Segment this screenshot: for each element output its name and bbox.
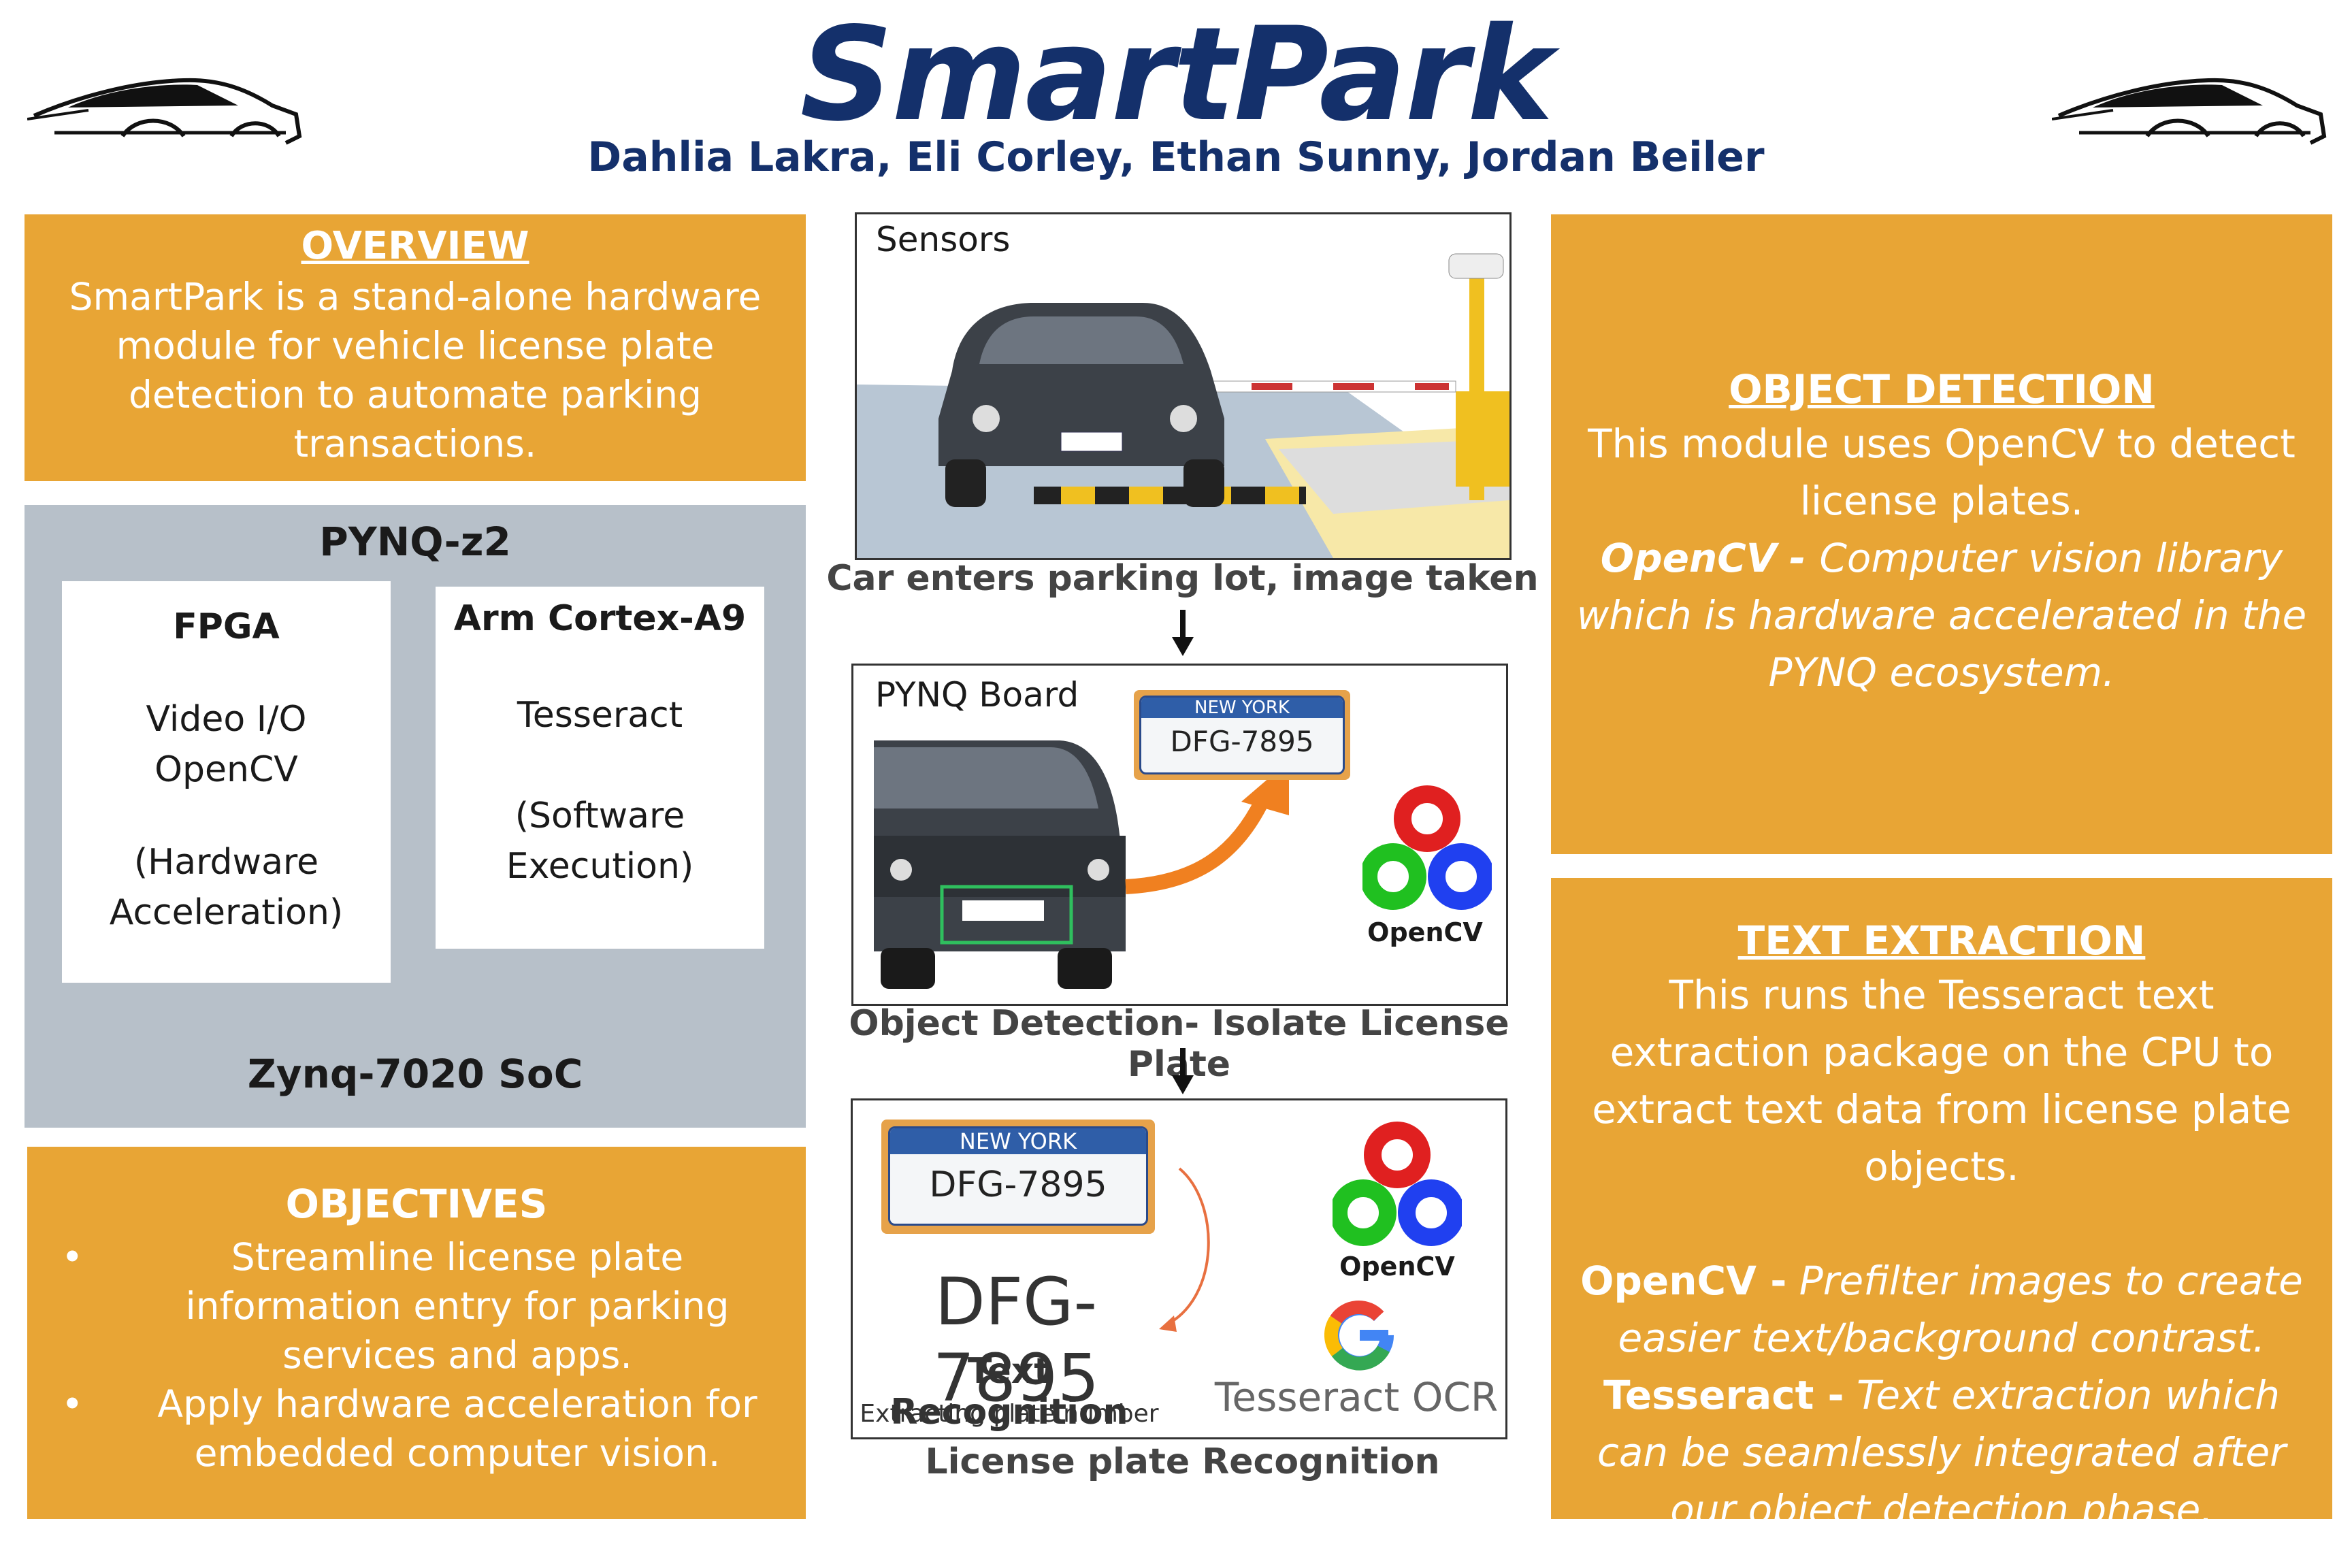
sensors-label: Sensors [876, 220, 1011, 259]
fpga-box: FPGA Video I/O OpenCV (Hardware Accelera… [62, 581, 391, 983]
car-outline-icon [27, 78, 302, 145]
soc-label: Zynq-7020 SoC [247, 1051, 583, 1097]
opencv-logo-text: OpenCV [1339, 1252, 1455, 1281]
car-outline-icon [2052, 78, 2327, 145]
overview-panel: OVERVIEW SmartPark is a stand-alone hard… [24, 214, 806, 481]
object-detection-heading: OBJECT DETECTION [1729, 366, 2155, 412]
down-arrow-icon [1172, 1048, 1194, 1094]
text-recognition-label: Text Recognition [890, 1351, 1128, 1433]
extracted-plate-number: DFG-7895 [932, 1264, 1100, 1416]
tesseract-term: Tesseract - [1603, 1372, 1844, 1418]
overview-heading: OVERVIEW [301, 224, 529, 268]
arm-line1: Tesseract [517, 695, 683, 736]
google-g-icon [1324, 1301, 1394, 1371]
plate-state: NEW YORK [1141, 698, 1343, 718]
objective-text: Streamline license plate information ent… [185, 1235, 730, 1377]
caption-sensors: Car enters parking lot, image taken [826, 558, 1539, 599]
text-extraction-def2: Tesseract - Text extraction which can be… [1571, 1367, 2312, 1538]
parking-gate-illustration [857, 253, 1509, 558]
tesseract-logo-text: Tesseract OCR [1214, 1374, 1499, 1420]
objectives-heading: OBJECTIVES [285, 1181, 548, 1227]
fpga-line3: (Hardware [133, 842, 319, 883]
opencv-logo-icon [1362, 785, 1492, 910]
text-extraction-panel: TEXT EXTRACTION This runs the Tesseract … [1551, 878, 2332, 1533]
pynq-board-label: PYNQ Board [875, 675, 1079, 715]
opencv-logo-icon [1333, 1122, 1462, 1246]
objective-item: •Apply hardware acceleration for embedde… [61, 1382, 757, 1475]
opencv-term: OpenCV - [1580, 1258, 1787, 1304]
pynq-board-frame: PYNQ Board NEW YORK DFG-7895 OpenCV [851, 664, 1508, 1006]
plate-image-large: NEW YORK DFG-7895 [881, 1120, 1155, 1234]
text-extraction-def1: OpenCV - Prefilter images to create easi… [1571, 1252, 2312, 1367]
overview-text: SmartPark is a stand-alone hardware modu… [69, 275, 762, 466]
poster-title: SmartPark [800, 0, 1554, 150]
opencv-logo-text: OpenCV [1367, 917, 1483, 947]
object-detection-def: OpenCV - Computer vision library which i… [1576, 535, 2307, 696]
arm-line2: (Software [514, 796, 685, 836]
opencv-desc: Prefilter images to create easier text/b… [1618, 1258, 2303, 1361]
fpga-line2: OpenCV [154, 749, 298, 790]
caption-recognition: License plate Recognition [925, 1441, 1440, 1482]
objectives-list: •Streamline license plate information en… [27, 1232, 806, 1477]
objective-item: •Streamline license plate information en… [61, 1235, 730, 1377]
tesseract-desc: Text extraction which can be seamlessly … [1597, 1372, 2287, 1533]
sensors-frame: Sensors [855, 212, 1512, 560]
extracting-label: Extracting plate number [860, 1400, 1159, 1428]
arm-box: Arm Cortex-A9 Tesseract (Software Execut… [436, 587, 764, 949]
arm-title: Arm Cortex-A9 [453, 598, 747, 639]
object-detection-panel: OBJECT DETECTION This module uses OpenCV… [1551, 214, 2332, 854]
plate-number: DFG-7895 [929, 1164, 1107, 1205]
opencv-term: OpenCV [1600, 535, 1777, 581]
authors: Dahlia Lakra, Eli Corley, Ethan Sunny, J… [587, 133, 1765, 181]
text-extraction-heading: TEXT EXTRACTION [1737, 917, 2146, 964]
pynq-panel: PYNQ-z2 FPGA Video I/O OpenCV (Hardware … [24, 505, 806, 1128]
recognition-frame: NEW YORK DFG-7895 DFG-7895 Text Recognit… [851, 1098, 1507, 1439]
fpga-line1: Video I/O [146, 699, 307, 740]
objectives-panel: OBJECTIVES •Streamline license plate inf… [27, 1147, 806, 1519]
fpga-line4: Acceleration) [109, 892, 344, 933]
plate-state: NEW YORK [890, 1128, 1146, 1154]
pynq-title: PYNQ-z2 [319, 519, 511, 565]
plate-number: DFG-7895 [1170, 725, 1314, 758]
plate-image-small: NEW YORK DFG-7895 [1134, 690, 1350, 780]
car-detection-illustration [874, 740, 1289, 989]
down-arrow-icon [1172, 610, 1194, 656]
curved-arrow-icon [1159, 1167, 1210, 1332]
fpga-title: FPGA [173, 606, 280, 647]
object-detection-text: This module uses OpenCV to detect licens… [1588, 421, 2296, 524]
opencv-desc: Computer vision library which is hardwar… [1576, 535, 2307, 696]
text-extraction-text: This runs the Tesseract text extraction … [1592, 972, 2291, 1190]
objective-text: Apply hardware acceleration for embedded… [157, 1382, 757, 1475]
caption-detection: Object Detection- Isolate License Plate [849, 1003, 1509, 1085]
arm-line3: Execution) [506, 846, 694, 887]
